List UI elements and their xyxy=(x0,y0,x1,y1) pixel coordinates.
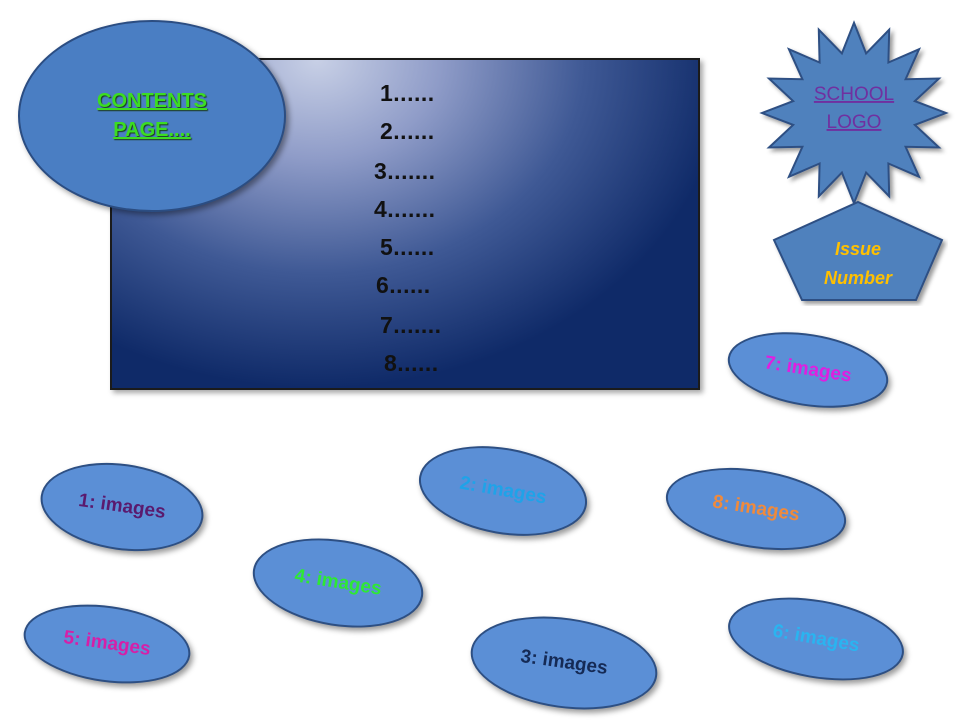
toc-item-5: 5...... xyxy=(380,234,435,260)
image-label-8: 8: images xyxy=(711,491,802,526)
contents-title-line2: PAGE.... xyxy=(113,119,191,141)
image-placeholder-6: 6: images xyxy=(721,585,911,693)
toc-item-3: 3....... xyxy=(374,158,436,184)
issue-line1: Issue xyxy=(835,239,881,259)
image-placeholder-5: 5: images xyxy=(18,594,196,694)
toc-item-7: 7....... xyxy=(380,312,442,338)
image-placeholder-1: 1: images xyxy=(34,453,210,561)
toc-item-2: 2...... xyxy=(380,118,435,144)
image-label-1: 1: images xyxy=(77,490,167,524)
image-label-3: 3: images xyxy=(519,646,609,680)
school-logo-starburst: SCHOOL LOGO xyxy=(759,20,949,206)
image-placeholder-8: 8: images xyxy=(660,456,852,562)
toc-item-1: 1...... xyxy=(380,80,435,106)
image-label-5: 5: images xyxy=(62,627,152,661)
toc-item-8: 8...... xyxy=(384,350,439,376)
contents-title-line1: CONTENTS xyxy=(97,90,207,112)
contents-page-title: CONTENTS PAGE.... xyxy=(18,20,286,212)
image-placeholder-7: 7: images xyxy=(722,321,894,419)
issue-number-pentagon: Issue Number xyxy=(772,200,944,301)
toc-item-4: 4....... xyxy=(374,196,436,222)
image-label-7: 7: images xyxy=(763,352,854,387)
image-placeholder-3: 3: images xyxy=(464,605,664,721)
image-label-2: 2: images xyxy=(458,472,549,509)
issue-line2: Number xyxy=(824,268,893,288)
image-label-6: 6: images xyxy=(771,620,862,657)
school-logo-line2: LOGO xyxy=(827,112,882,133)
image-placeholder-4: 4: images xyxy=(246,527,430,639)
toc-item-6: 6...... xyxy=(376,272,431,298)
image-label-4: 4: images xyxy=(293,565,384,600)
image-placeholder-2: 2: images xyxy=(411,433,595,549)
school-logo-line1: SCHOOL xyxy=(814,84,894,105)
